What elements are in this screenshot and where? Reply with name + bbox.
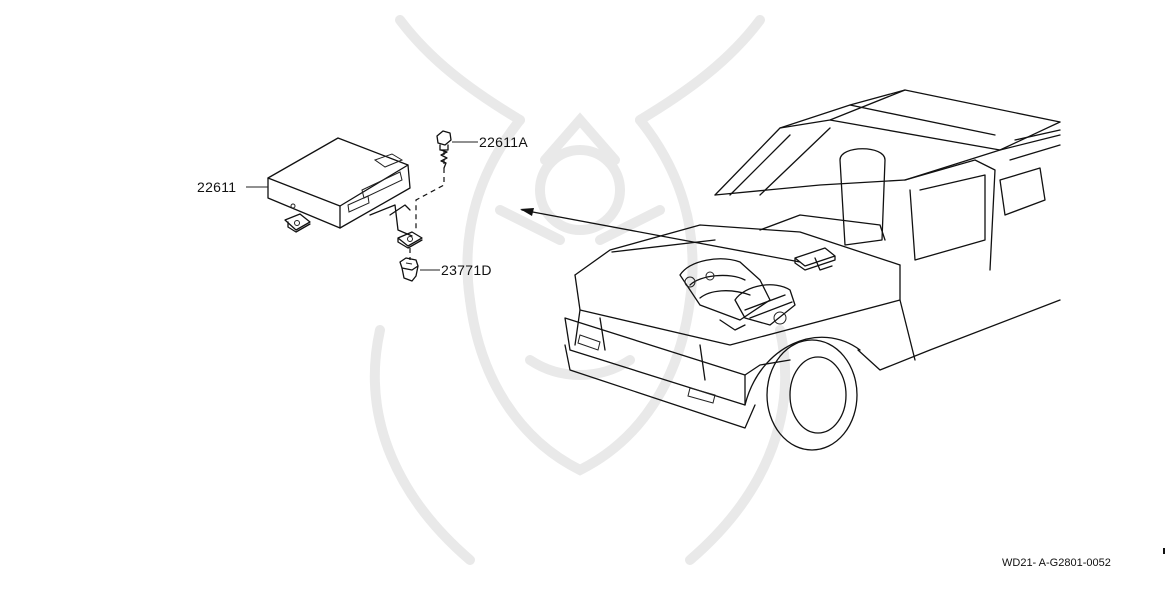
truck-illustration — [564, 89, 1061, 451]
part-label-22611A: 22611A — [479, 134, 529, 150]
control-unit-icon — [267, 137, 423, 249]
edge-mark — [1163, 548, 1165, 554]
screw-icon — [436, 130, 452, 169]
part-label-22611: 22611 — [197, 179, 237, 195]
part-label-23771D: 23771D — [441, 262, 492, 278]
clip-nut-icon — [399, 257, 419, 282]
diagram-code: WD21- A-G2801-0052 — [1002, 557, 1111, 569]
